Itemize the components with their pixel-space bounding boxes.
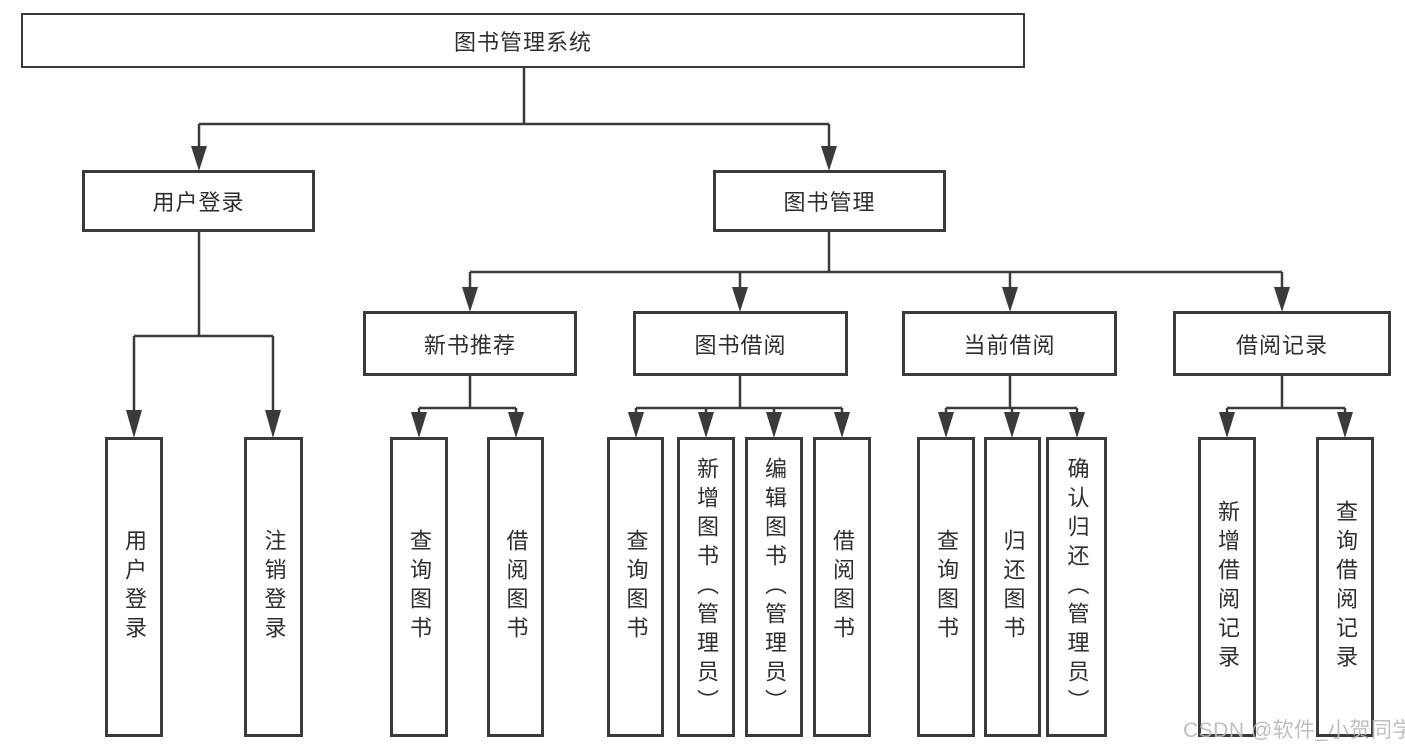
leaf-label: 注销登录 [261,529,287,645]
leaf-label: 查询图书 [934,529,959,645]
node-new-book-recommend: 新书推荐 [363,311,577,376]
leaf-user-login: 用户登录 [105,437,163,737]
leaf-search-books-3: 查询图书 [917,437,975,737]
leaf-label: 归还图书 [1000,529,1026,645]
node-book-management: 图书管理 [713,170,946,232]
leaf-label: 确认归还（管理员） [1064,456,1090,718]
node-book-borrowing: 图书借阅 [633,311,848,376]
leaf-label: 借阅图书 [503,529,529,645]
leaf-add-borrow-record: 新增借阅记录 [1198,437,1256,737]
leaf-label: 查询借阅记录 [1333,500,1358,674]
leaf-search-books-1: 查询图书 [390,437,448,737]
root-node-label: 图书管理系统 [453,29,592,55]
leaf-label: 借阅图书 [830,529,855,645]
node-library-management-system: 图书管理系统 [21,13,1025,68]
node-current-borrowing: 当前借阅 [902,311,1117,376]
leaf-label: 编辑图书（管理员） [762,456,787,718]
arrowhead-icons [126,146,1353,438]
leaf-search-borrow-record: 查询借阅记录 [1316,437,1374,737]
leaf-confirm-return-admin: 确认归还（管理员） [1046,437,1107,737]
leaf-label: 用户登录 [122,529,147,645]
node-label: 用户登录 [152,190,245,215]
leaf-search-books-2: 查询图书 [607,437,664,737]
leaf-return-books: 归还图书 [984,437,1041,737]
node-borrowing-records: 借阅记录 [1173,311,1391,376]
leaf-label: 查询图书 [407,529,432,645]
leaf-logout: 注销登录 [244,437,303,737]
node-label: 图书管理 [783,190,876,215]
node-label: 当前借阅 [963,332,1056,358]
node-user-login: 用户登录 [82,170,315,232]
leaf-label: 新增借阅记录 [1215,500,1240,674]
leaf-borrow-books-1: 借阅图书 [487,437,544,737]
node-label: 图书借阅 [694,332,787,358]
node-label: 新书推荐 [423,332,516,358]
leaf-add-books-admin: 新增图书（管理员） [677,437,735,737]
leaf-edit-books-admin: 编辑图书（管理员） [745,437,803,737]
leaf-label: 新增图书（管理员） [694,456,719,718]
node-label: 借阅记录 [1235,332,1328,358]
csdn-watermark: CSDN @软件_小贺同学 [1183,719,1405,742]
leaf-borrow-books-2: 借阅图书 [813,437,871,737]
leaf-label: 查询图书 [623,529,649,645]
